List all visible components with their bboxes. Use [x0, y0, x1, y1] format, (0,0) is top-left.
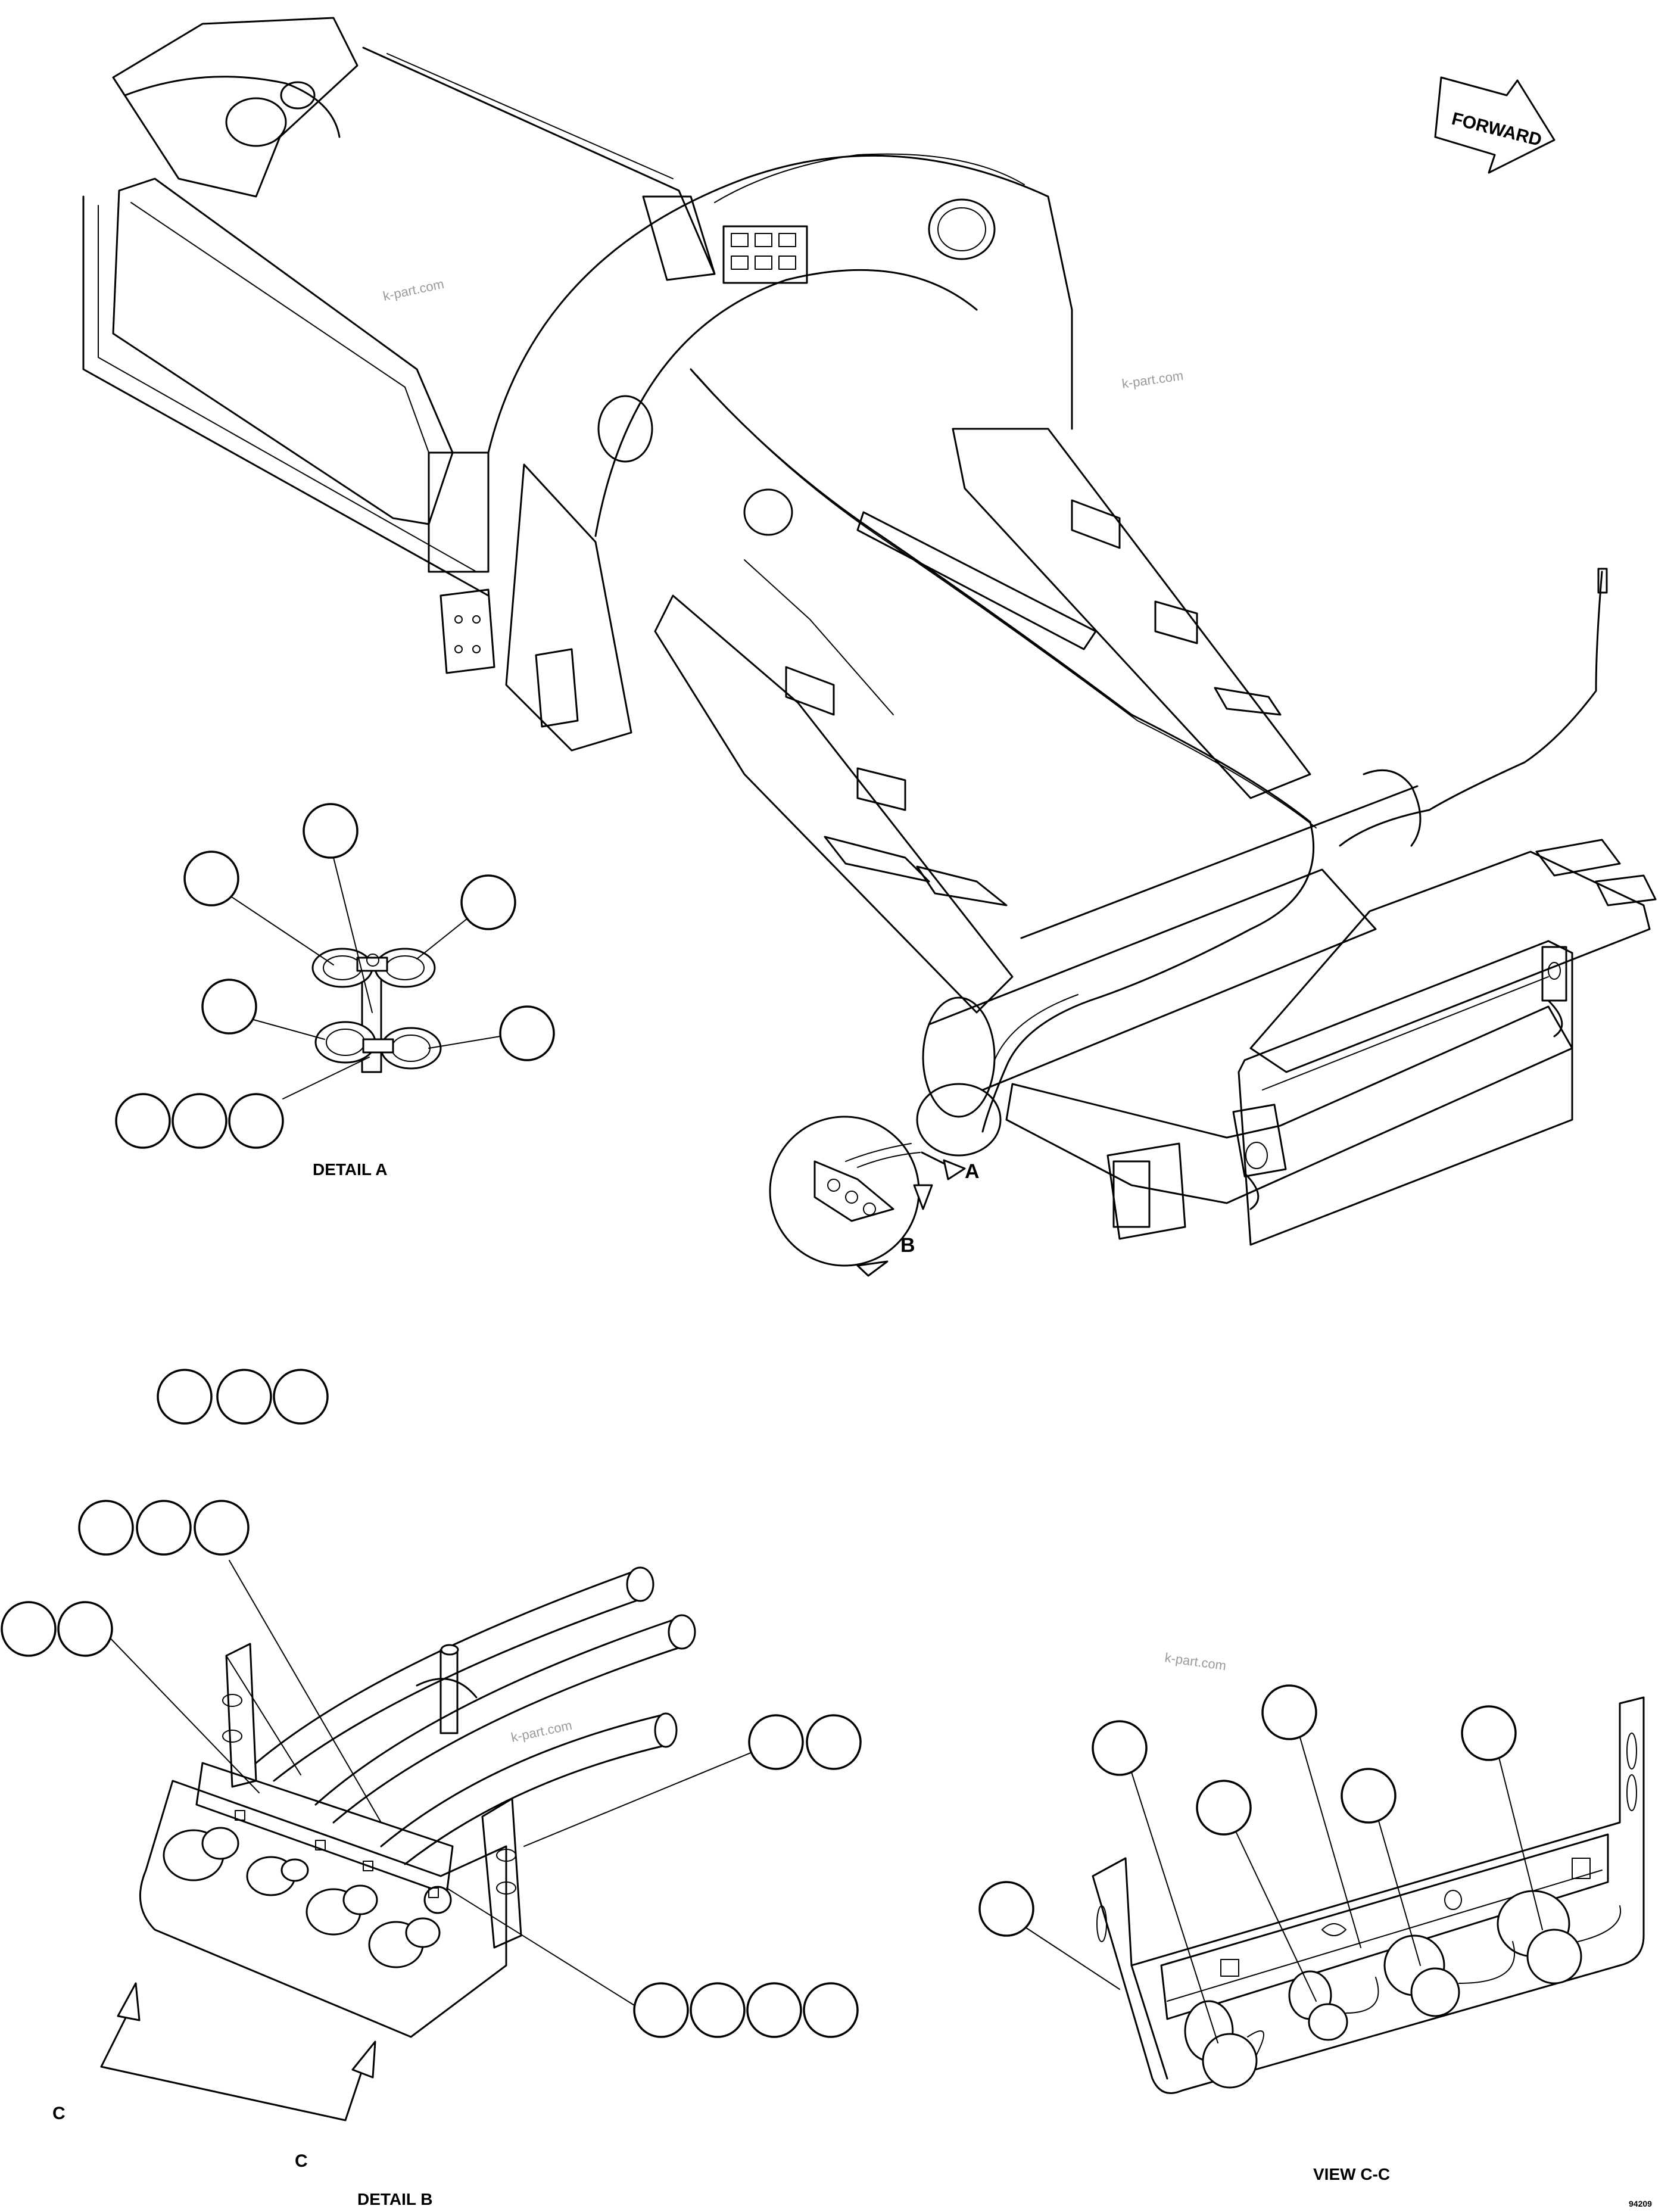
watermark: k-part.com: [1121, 368, 1184, 391]
watermark: k-part.com: [510, 1718, 573, 1745]
callout-b-label: B: [900, 1234, 915, 1257]
figure-number: 94209: [1629, 2199, 1652, 2208]
forward-arrow: FORWARD: [1434, 76, 1556, 174]
watermark: k-part.com: [382, 276, 445, 304]
detail-callouts: A B: [769, 1083, 1002, 1277]
watermark: k-part.com: [1164, 1650, 1227, 1673]
detail-b: C C DETAIL B: [1, 1369, 862, 2208]
section-c-bottom-label: C: [295, 2151, 308, 2171]
view-cc-title: VIEW C-C: [1313, 2165, 1390, 2183]
detail-a-title: DETAIL A: [313, 1160, 387, 1179]
view-c-c: VIEW C-C: [978, 1684, 1645, 2183]
detail-b-title: DETAIL B: [357, 2190, 433, 2208]
section-c-left-label: C: [52, 2104, 66, 2123]
main-frame-assembly: [82, 17, 1657, 1246]
detail-b-circle: [769, 1116, 920, 1267]
callout-a-label: A: [965, 1160, 980, 1183]
detail-a: DETAIL A: [115, 803, 555, 1179]
detail-a-circle: [916, 1083, 1002, 1157]
